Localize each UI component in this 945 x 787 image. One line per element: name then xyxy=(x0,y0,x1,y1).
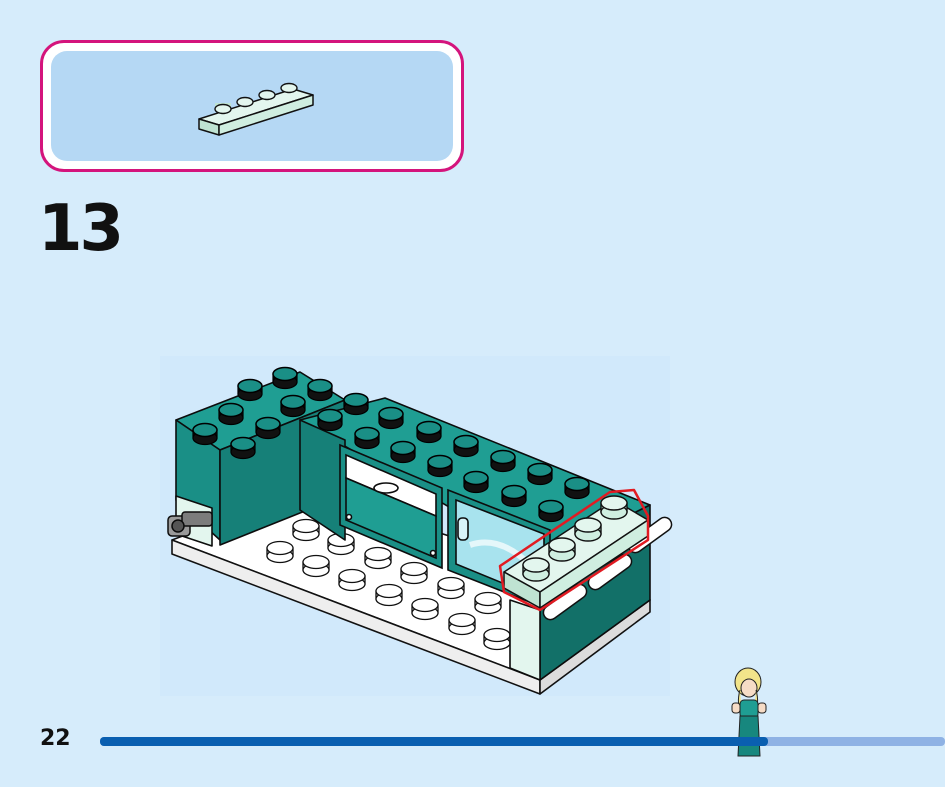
hinge-clip xyxy=(167,511,213,537)
progress-bar-fill xyxy=(100,737,768,746)
parts-callout xyxy=(40,40,464,172)
plate-1x4-light-aqua-icon xyxy=(198,82,314,136)
drawer-compartment xyxy=(339,443,443,570)
progress-bar xyxy=(100,737,945,746)
step-number: 13 xyxy=(38,192,124,266)
parts-callout-inner xyxy=(51,51,453,161)
highlight-outline xyxy=(498,488,650,612)
page-number: 22 xyxy=(40,726,71,751)
minidoll-figure-icon xyxy=(731,667,767,757)
